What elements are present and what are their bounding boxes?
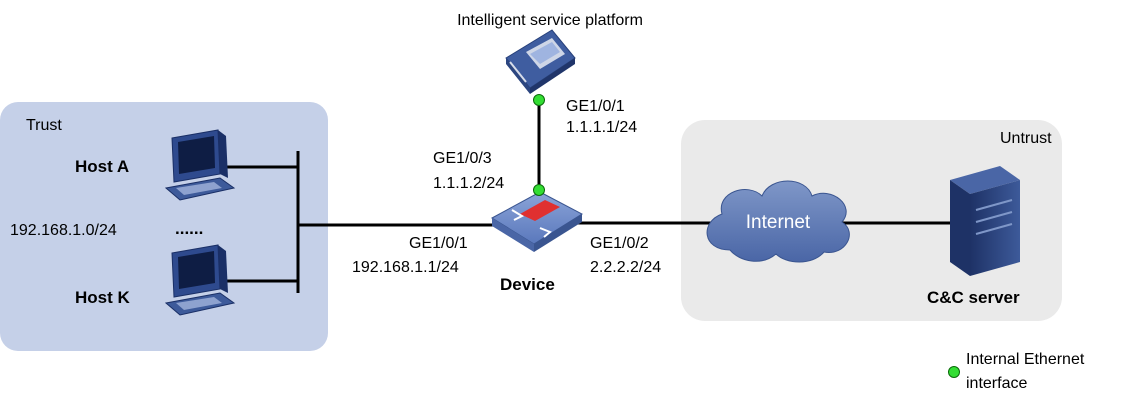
trust-zone (0, 102, 328, 351)
legend-line2: interface (966, 375, 1027, 392)
host-a-pc-icon (164, 129, 236, 201)
hosts-ellipsis: ...... (175, 219, 203, 238)
legend-line1: Internal Ethernet (966, 351, 1085, 368)
internet-cloud-icon (706, 180, 850, 263)
device-right-port-label: GE1/0/2 (590, 235, 649, 252)
device-left-ip-label: 192.168.1.1/24 (352, 259, 459, 276)
platform-ip-label: 1.1.1.1/24 (566, 119, 637, 136)
internet-label: Internet (746, 212, 811, 233)
device-port-dot (533, 184, 545, 196)
host-k-label: Host K (75, 288, 131, 307)
host-a-label: Host A (75, 157, 129, 176)
cc-server-label: C&C server (927, 288, 1020, 307)
device-right-ip-label: 2.2.2.2/24 (590, 259, 661, 276)
trust-zone-label: Trust (26, 117, 62, 134)
subnet-label: 192.168.1.0/24 (10, 222, 117, 239)
cc-server-icon (950, 166, 1020, 276)
device-up-port-label: GE1/0/3 (433, 150, 492, 167)
platform-label: Intelligent service platform (457, 12, 643, 29)
platform-port-label: GE1/0/1 (566, 98, 625, 115)
untrust-zone-label: Untrust (1000, 130, 1052, 147)
legend-dot (948, 366, 960, 378)
device-label: Device (500, 275, 555, 294)
device-up-ip-label: 1.1.1.2/24 (433, 175, 504, 192)
platform-port-dot (533, 94, 545, 106)
service-platform-icon (505, 29, 576, 94)
host-k-pc-icon (164, 244, 236, 316)
device-firewall-icon (491, 191, 584, 252)
device-left-port-label: GE1/0/1 (409, 235, 468, 252)
